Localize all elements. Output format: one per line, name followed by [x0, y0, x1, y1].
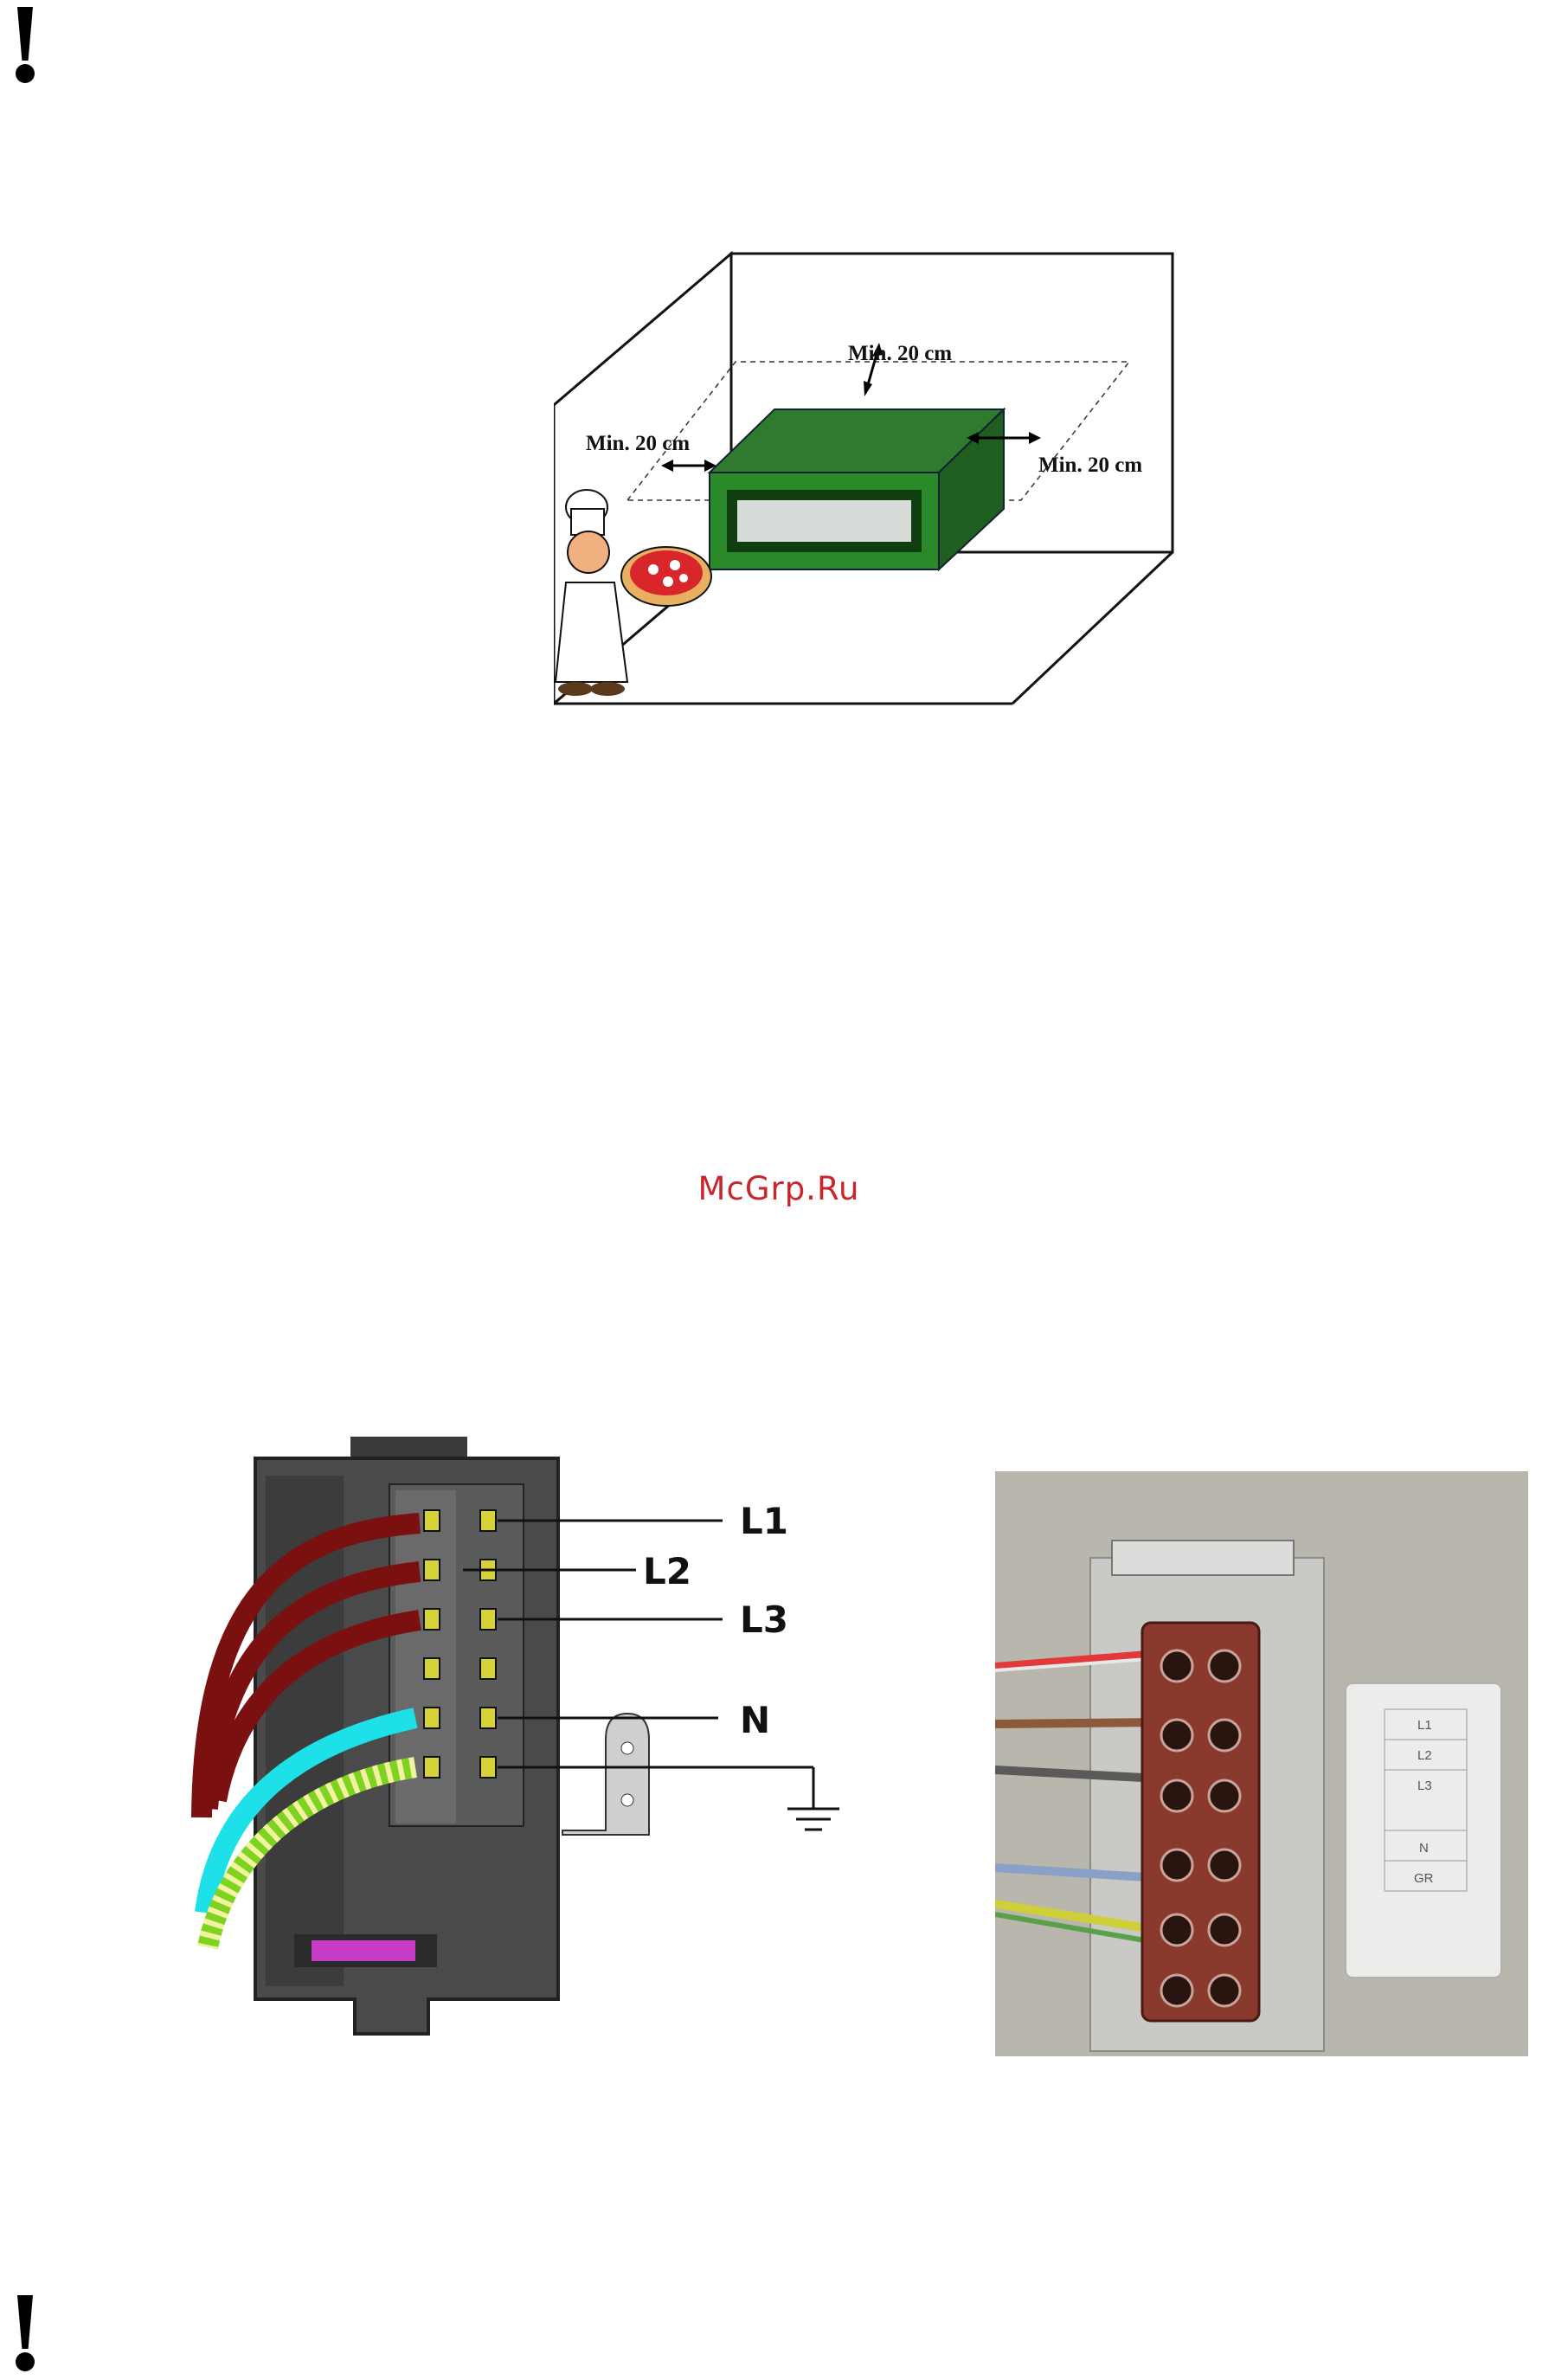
oven-clearance-figure: Min. 20 cm Min. 20 cm Min. 20 cm [554, 249, 1181, 717]
sticker-label-n: N [1419, 1841, 1429, 1856]
terminal-wiring-diagram: L1 L2 L3 N [169, 1428, 844, 2112]
label-l2: L2 [643, 1550, 691, 1592]
label-n: N [740, 1699, 770, 1741]
watermark: McGrp.Ru [606, 1170, 952, 1207]
sticker-label-gr: GR [1414, 1871, 1434, 1886]
terminal-block-photo: L1 L2 L3 N GR [995, 1471, 1528, 2056]
label-min-right: Min. 20 cm [1038, 453, 1142, 477]
sticker-label-l1: L1 [1417, 1718, 1432, 1733]
sticker-label-l3: L3 [1417, 1779, 1432, 1793]
warning-exclamation-icon [7, 7, 42, 85]
label-l1: L1 [740, 1500, 788, 1542]
label-l3: L3 [740, 1598, 788, 1641]
label-min-left: Min. 20 cm [586, 432, 690, 455]
warning-exclamation-icon-bottom [7, 2295, 42, 2373]
label-min-back: Min. 20 cm [848, 342, 952, 365]
sticker-label-l2: L2 [1417, 1748, 1432, 1763]
